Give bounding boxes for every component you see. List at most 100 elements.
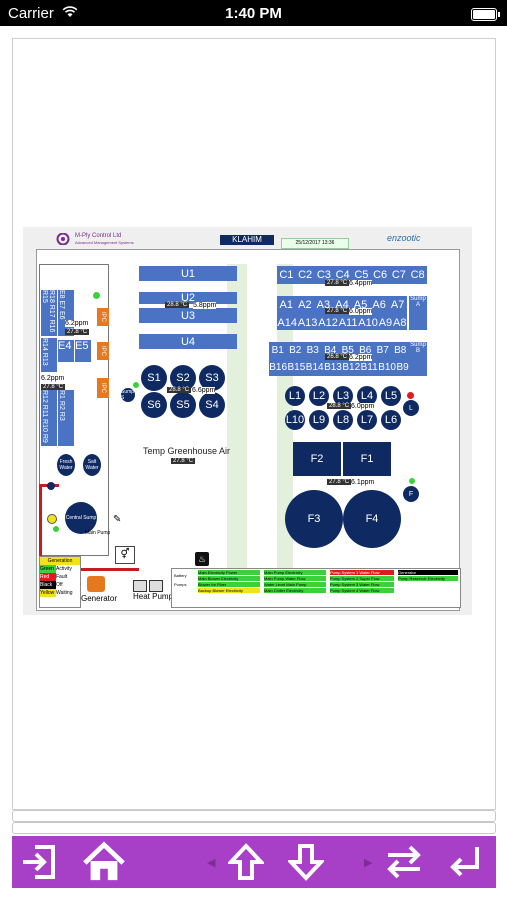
tank-l3[interactable]: L3 — [333, 386, 353, 406]
generator-icon[interactable] — [87, 576, 105, 592]
legend-activity: Activity — [56, 566, 72, 572]
zone-c1: C1 — [279, 269, 294, 281]
down-arrow-icon — [288, 844, 324, 881]
partner-logo: enzootic — [387, 233, 421, 243]
tank-s4[interactable]: S4 — [199, 392, 225, 418]
zone-b8: B8 — [394, 345, 407, 356]
swap-button[interactable] — [382, 842, 426, 882]
fire-icon: ♨ — [195, 552, 209, 566]
zone-c4: C4 — [335, 269, 350, 281]
s-status-dot — [133, 382, 139, 388]
tank-f3[interactable]: F3 — [285, 490, 343, 548]
tank-f1[interactable]: F1 — [343, 442, 391, 476]
location-title: KLAHIM — [220, 235, 274, 245]
legend-fault: Fault — [56, 574, 68, 580]
arrow-left-dim-icon: ◀ — [207, 857, 216, 869]
zone-r-bank[interactable]: R14 R13 — [41, 338, 57, 372]
legend-waiting: Waiting — [56, 590, 73, 596]
divider-top — [12, 810, 496, 822]
status-pump-system-2: Pump System 2 Super Flow — [330, 576, 394, 581]
zone-a10: A10 — [358, 317, 378, 329]
zone-b9: B9 — [396, 362, 409, 373]
zone-u3[interactable]: U3 — [139, 308, 237, 323]
e-heater-1[interactable]: IPC — [97, 308, 109, 326]
r-temp-reading: 27.8 °C — [41, 384, 66, 390]
return-button[interactable] — [444, 842, 488, 882]
divider-bottom — [12, 822, 496, 834]
zone-c[interactable]: C1 C2 C3 C4 C5 C6 C7 C8 — [277, 266, 427, 284]
fresh-water-tank[interactable]: Fresh Water — [57, 454, 75, 476]
status-main-chiller: Main Chiller Electricity — [264, 588, 326, 593]
tank-s6[interactable]: S6 — [141, 392, 167, 418]
tank-l7[interactable]: L7 — [357, 410, 377, 430]
b-temp-reading: 26.8 °C — [325, 354, 350, 360]
e-heater-2[interactable]: IPC — [97, 342, 109, 360]
sump-l-tank[interactable]: L — [403, 400, 419, 416]
legend-green: Green — [40, 565, 56, 573]
pump-dot — [47, 482, 55, 490]
zone-b2: B2 — [289, 345, 302, 356]
zone-u4[interactable]: U4 — [139, 334, 237, 349]
salt-water-tank[interactable]: Salt Water — [83, 454, 101, 476]
status-backup-blower: Backup Blower Electricity — [198, 588, 260, 593]
clock: 1:40 PM — [225, 5, 282, 22]
scroll-down-button[interactable] — [284, 842, 328, 882]
legend-red: Red — [40, 573, 56, 581]
home-button[interactable] — [82, 841, 126, 882]
sump-a[interactable]: Sump A — [409, 296, 427, 330]
waiting-dot — [47, 514, 57, 524]
legend-yellow: Yellow — [40, 589, 56, 597]
exit-icon — [23, 845, 55, 879]
tank-f2[interactable]: F2 — [293, 442, 341, 476]
exit-button[interactable] — [18, 842, 62, 882]
home-icon — [83, 841, 125, 881]
tank-l4[interactable]: L4 — [357, 386, 377, 406]
company-tagline: Advanced Management Systems — [75, 240, 134, 245]
sump-b[interactable]: Sump B — [409, 342, 427, 376]
zone-b12: B12 — [342, 362, 361, 373]
tank-s5[interactable]: S5 — [170, 392, 196, 418]
tank-l5[interactable]: L5 — [381, 386, 401, 406]
temp-greenhouse-label: Temp Greenhouse Air — [143, 446, 231, 456]
f-temp-reading: 27.8 °C — [327, 479, 352, 485]
legend-off: Off — [56, 582, 63, 588]
tank-s3[interactable]: S3 — [199, 365, 225, 391]
tank-l2[interactable]: L2 — [309, 386, 329, 406]
legend-black: Black — [40, 581, 56, 589]
scroll-up-button[interactable] — [224, 842, 268, 882]
e-temp-reading: 27.8 °C — [65, 329, 90, 335]
zone-e-left-bank[interactable]: R18 R17 R16 R15 — [41, 290, 57, 336]
sump-s-tank[interactable]: Sump S — [121, 388, 135, 402]
c-ppm-reading: 6.4ppm — [349, 280, 373, 287]
zone-b14: B14 — [305, 362, 324, 373]
f-status-dot — [409, 478, 415, 484]
zone-u1[interactable]: U1 — [139, 266, 237, 281]
central-sump-tank[interactable]: Central Sump — [65, 502, 97, 534]
zone-e4[interactable]: E4 — [58, 340, 74, 362]
zone-a14: A14 — [277, 317, 297, 329]
heat-pump-label: Heat Pump — [133, 592, 174, 601]
tank-s2[interactable]: S2 — [170, 365, 196, 391]
heat-pump-icon-2[interactable] — [149, 580, 163, 592]
zone-r-lower-2[interactable]: R1 R2 R3 — [58, 390, 74, 446]
tank-l10[interactable]: L10 — [285, 410, 305, 430]
tank-l1[interactable]: L1 — [285, 386, 305, 406]
tank-l8[interactable]: L8 — [333, 410, 353, 430]
zone-r-lower[interactable]: R12 R11 R10 R9 — [41, 390, 57, 446]
zone-b4: B4 — [324, 345, 337, 356]
sump-f-tank[interactable]: F — [403, 486, 419, 502]
zone-e5[interactable]: E5 — [75, 340, 91, 362]
status-water-level: Water Level Main Pump — [264, 582, 326, 587]
zone-u2[interactable]: U2 — [139, 292, 237, 304]
tank-l9[interactable]: L9 — [309, 410, 329, 430]
tank-f4[interactable]: F4 — [343, 490, 401, 548]
tank-l6[interactable]: L6 — [381, 410, 401, 430]
l-temp-reading: 28.8 °C — [327, 403, 352, 409]
r-heater[interactable]: IPC — [97, 378, 109, 398]
status-battery: Battery — [174, 573, 187, 578]
up-arrow-icon — [228, 843, 264, 880]
tank-s1[interactable]: S1 — [141, 365, 167, 391]
status-main-pump-electricity: Main Pump Electricity — [264, 570, 326, 575]
zone-a13: A13 — [297, 317, 318, 329]
heat-pump-icon-1[interactable] — [133, 580, 147, 592]
